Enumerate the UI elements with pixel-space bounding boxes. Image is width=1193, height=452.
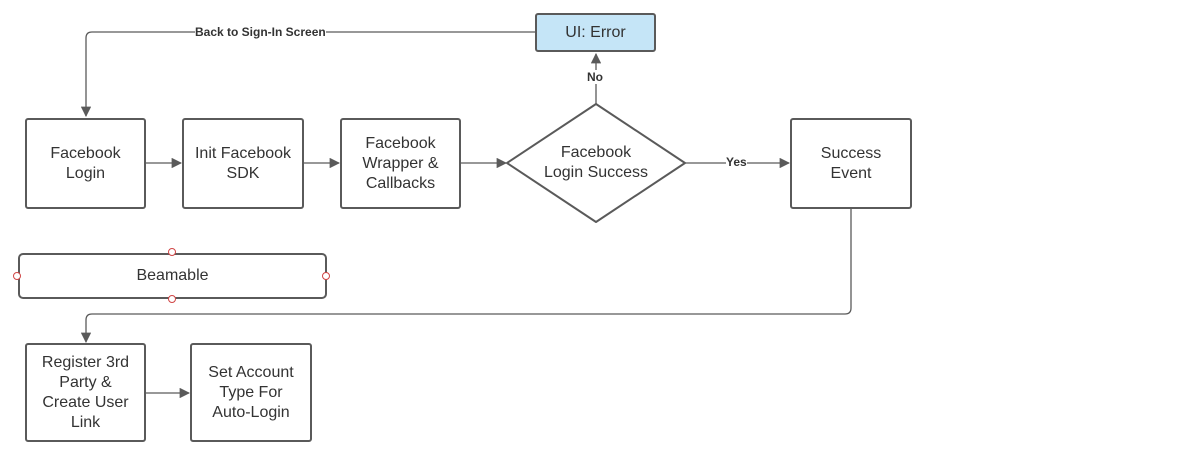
facebook-wrapper-node[interactable]: Facebook Wrapper & Callbacks xyxy=(340,118,461,209)
resize-handle-left[interactable] xyxy=(13,272,21,280)
resize-handle-bottom[interactable] xyxy=(168,295,176,303)
edge-label-back-to-sign-in: Back to Sign-In Screen xyxy=(195,25,326,39)
register-third-party-node[interactable]: Register 3rd Party & Create User Link xyxy=(25,343,146,442)
facebook-login-success-decision[interactable]: Facebook Login Success xyxy=(543,144,649,181)
edge-success-to-register xyxy=(80,209,852,344)
set-account-type-node[interactable]: Set Account Type For Auto-Login xyxy=(190,343,312,442)
facebook-login-node[interactable]: Facebook Login xyxy=(25,118,146,209)
success-event-node[interactable]: Success Event xyxy=(790,118,912,209)
ui-error-node[interactable]: UI: Error xyxy=(535,13,656,52)
edge-label-yes: Yes xyxy=(726,155,747,169)
edge-label-no: No xyxy=(587,70,603,84)
init-facebook-sdk-node[interactable]: Init Facebook SDK xyxy=(182,118,304,209)
resize-handle-right[interactable] xyxy=(322,272,330,280)
edge-error-to-login xyxy=(80,31,536,118)
beamable-container[interactable]: Beamable xyxy=(18,253,327,299)
resize-handle-top[interactable] xyxy=(168,248,176,256)
decision-diamond xyxy=(506,103,686,223)
